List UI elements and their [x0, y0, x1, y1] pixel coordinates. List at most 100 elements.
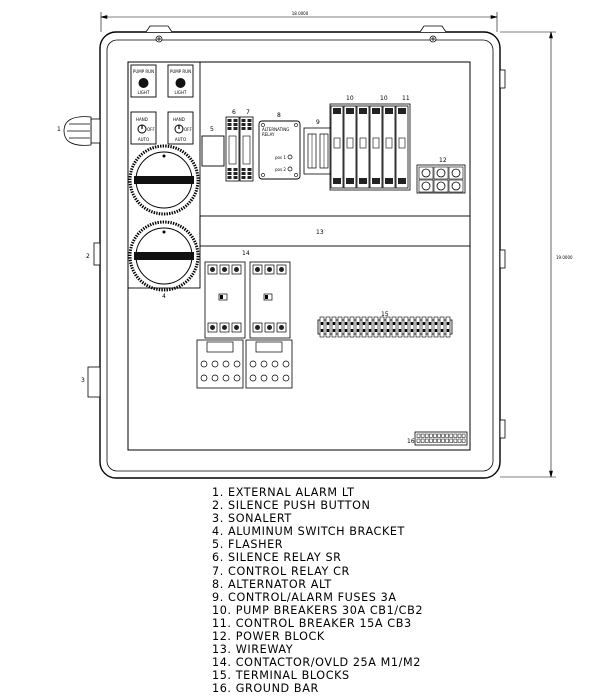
relay-terminal	[247, 168, 252, 171]
terminal-screw	[368, 329, 372, 332]
terminal-screw	[380, 329, 384, 332]
legend-item: 11. CONTROL BREAKER 15A CB3	[212, 616, 412, 630]
relay-window	[228, 135, 237, 165]
contactor-terminal	[231, 322, 242, 333]
breaker-terminal-top	[398, 108, 406, 114]
contactor-screw	[210, 267, 215, 272]
relay-terminal	[247, 172, 252, 175]
legend-item: 2. SILENCE PUSH BUTTON	[212, 499, 371, 513]
terminal-screw	[386, 322, 390, 325]
terminal-block	[391, 316, 397, 338]
terminal-block	[361, 316, 367, 338]
power-block-cell	[433, 166, 449, 180]
ground-bar-hole	[424, 438, 429, 443]
relay-terminal	[227, 119, 232, 122]
terminal-screw	[374, 329, 378, 332]
callout-11: 11	[402, 95, 410, 102]
hoa-selector-1-left: HAND	[136, 117, 148, 122]
terminal-screw	[320, 329, 324, 332]
overload-screw	[211, 360, 219, 368]
overload-head	[206, 341, 234, 353]
power-block-lug	[421, 168, 431, 178]
terminal-screw	[332, 329, 336, 332]
terminal-screw	[362, 322, 366, 325]
ground-bar-hole	[420, 433, 425, 438]
contactor-screw	[279, 267, 284, 272]
ground-bar-hole	[449, 438, 454, 443]
terminal-block	[433, 316, 439, 338]
contactor-overloads	[196, 261, 293, 389]
knob-handle	[134, 252, 194, 260]
power-block-cell	[448, 166, 464, 180]
contactor-screw	[255, 325, 260, 330]
legend-item: 4. ALUMINUM SWITCH BRACKET	[212, 525, 405, 539]
pump-run-light-2-bottom: LIGHT	[175, 90, 188, 95]
overload-screw	[200, 360, 208, 368]
pump-run-light-1-bottom: LIGHT	[138, 90, 151, 95]
overload-screw	[260, 360, 268, 368]
height-dimension	[500, 31, 556, 478]
callout-12: 12	[439, 157, 447, 164]
terminal-screw	[326, 329, 330, 332]
relay-terminal	[247, 127, 252, 130]
legend-item: 10. PUMP BREAKERS 30A CB1/CB2	[212, 603, 424, 617]
enclosure-inner-flange	[106, 39, 494, 472]
contactor-terminal	[219, 322, 230, 333]
breaker-toggle	[359, 137, 367, 149]
contactor-screw	[210, 325, 215, 330]
terminal-screw	[410, 322, 414, 325]
overload-screw	[222, 360, 230, 368]
knob-dot	[162, 154, 166, 158]
ground-bar-hole	[416, 438, 421, 443]
ground-bar-hole	[449, 433, 454, 438]
breaker-terminal-bottom	[385, 178, 393, 184]
contactor-indicator	[218, 293, 228, 301]
led-pos2-icon	[287, 166, 293, 172]
breaker-pole	[343, 105, 357, 189]
terminal-screw	[344, 329, 348, 332]
ground-bar-hole	[441, 438, 445, 443]
breaker-terminal-top	[333, 108, 341, 114]
width-dimension	[100, 12, 498, 32]
contactor-terminal	[219, 264, 230, 275]
pump-run-light-1-top: PUMP RUN	[133, 69, 154, 74]
relay-terminal	[241, 119, 246, 122]
contactor-screw	[255, 267, 260, 272]
height-dimension-label: 19.0000	[556, 255, 573, 260]
contactor-screw	[279, 325, 284, 330]
terminal-screw	[428, 329, 432, 332]
breaker-toggle	[372, 137, 380, 149]
relay-terminal	[247, 123, 252, 126]
contactor-terminal	[264, 264, 275, 275]
breaker-terminal-top	[385, 108, 393, 114]
breaker-toggle	[333, 137, 341, 149]
terminal-screw	[332, 322, 336, 325]
callout-2: 2	[86, 253, 90, 260]
contactor-screw	[267, 267, 272, 272]
hoa-selector-2-bottom: AUTO	[175, 137, 186, 142]
pump-run-light-2-top: PUMP RUN	[170, 69, 191, 74]
alternating-relay-led2-label: pos 2	[275, 167, 286, 172]
contactor-screw	[222, 267, 227, 272]
overload-screw	[233, 374, 241, 382]
breaker-terminal-bottom	[372, 178, 380, 184]
breaker-pole	[382, 105, 396, 189]
legend-item: 8. ALTERNATOR ALT	[212, 577, 332, 591]
contactor-terminal	[252, 322, 263, 333]
disconnect-knob-2	[128, 220, 200, 292]
knob-dot	[162, 230, 166, 234]
terminal-block	[403, 316, 409, 338]
legend-item: 14. CONTACTOR/OVLD 25A M1/M2	[212, 656, 421, 670]
ground-bar-hole	[437, 438, 441, 443]
terminal-block	[445, 316, 451, 338]
relay-terminal	[227, 123, 232, 126]
terminal-block	[385, 316, 391, 338]
relay-terminal	[241, 176, 246, 179]
breaker-pole	[330, 105, 344, 189]
callout-15: 15	[381, 311, 389, 318]
overload-screw	[222, 374, 230, 382]
terminal-screw	[338, 329, 342, 332]
pump-run-light-1: PUMP RUN LIGHT	[130, 64, 157, 98]
ground-bar	[414, 431, 468, 446]
hoa-selector-1-right: OFF	[147, 127, 155, 132]
